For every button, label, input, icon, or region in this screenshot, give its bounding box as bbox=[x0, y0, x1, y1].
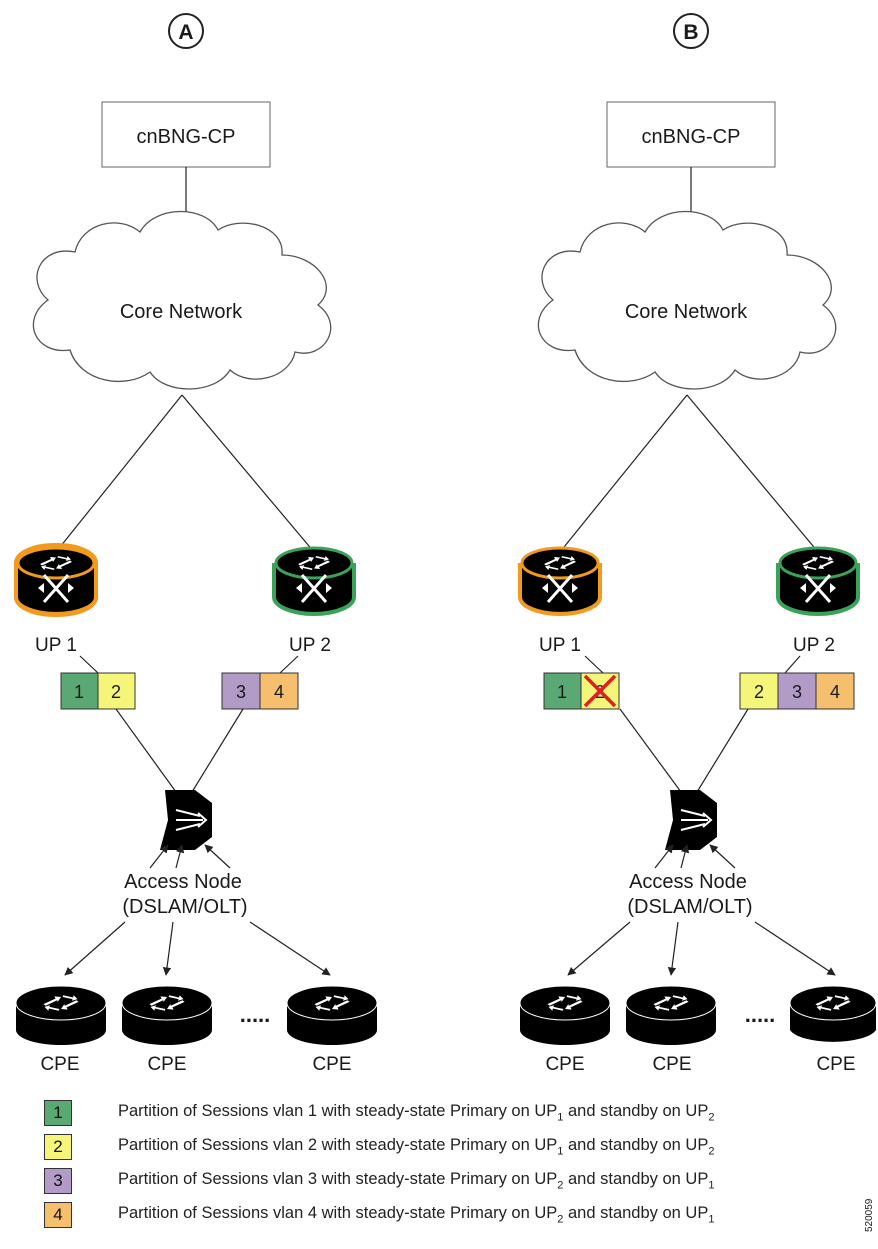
legend-item: 1 Partition of Sessions vlan 1 with stea… bbox=[44, 1096, 864, 1130]
legend-item: 2 Partition of Sessions vlan 2 with stea… bbox=[44, 1130, 864, 1164]
panel-b-up2-label: UP 2 bbox=[793, 635, 835, 656]
panel-a-cpe-arrow bbox=[162, 921, 174, 976]
session-chip-label: 2 bbox=[754, 682, 764, 702]
failure-x-icon bbox=[583, 674, 617, 708]
panel-b-ellipsis: ..... bbox=[745, 1002, 776, 1027]
panel-b-controller-label: cnBNG-CP bbox=[642, 126, 741, 148]
panel-a-access-arrow bbox=[149, 844, 169, 869]
session-chip-label: 3 bbox=[236, 682, 246, 702]
session-chip bbox=[777, 672, 817, 710]
panel-a-link-core-up2 bbox=[181, 394, 315, 553]
session-chip bbox=[739, 672, 779, 710]
panel-b-cpe-arrow bbox=[754, 921, 836, 976]
panel-a-cpe-label: CPE bbox=[40, 1054, 79, 1075]
panel-a-cpe-arrow bbox=[64, 921, 126, 976]
panel-b-up2-sessions: 2 3 4 bbox=[739, 672, 855, 710]
panel-a-access-node-icon bbox=[160, 790, 212, 850]
panel-a-up1-link bbox=[79, 655, 99, 674]
panel-a-cpe-label: CPE bbox=[147, 1054, 186, 1075]
panel-a-access-label: Access Node bbox=[124, 871, 242, 893]
panel-a-link-up2-access bbox=[191, 708, 244, 793]
panel-a-up1-sessions: 1 2 bbox=[60, 672, 136, 710]
panel-a-link-up1-access bbox=[115, 708, 177, 793]
legend-text: Partition of Sessions vlan 4 with steady… bbox=[118, 1204, 715, 1226]
panel-a-core-network-cloud bbox=[32, 210, 332, 390]
panel-a-controller-box bbox=[101, 101, 271, 168]
panel-a-ellipsis: ..... bbox=[240, 1002, 271, 1027]
legend-text: Partition of Sessions vlan 1 with steady… bbox=[118, 1102, 715, 1124]
legend-chip: 2 bbox=[44, 1134, 72, 1160]
panel-b-cpe-arrow bbox=[667, 921, 679, 976]
session-chip-label: 4 bbox=[274, 682, 284, 702]
panel-b-link-up1-access bbox=[619, 708, 682, 793]
panel-a-cpe-router-icon bbox=[121, 985, 213, 1045]
panel-b-access-sublabel: (DSLAM/OLT) bbox=[627, 896, 752, 918]
panel-b-link-up2-access bbox=[696, 708, 749, 793]
panel-b-cpe-router-icon bbox=[789, 985, 877, 1042]
legend-chip: 3 bbox=[44, 1168, 72, 1194]
panel-a-access-sublabel: (DSLAM/OLT) bbox=[122, 896, 247, 918]
panel-b-access-arrow bbox=[709, 844, 736, 869]
panel-b-access-label: Access Node bbox=[629, 871, 747, 893]
panel-a-label: A bbox=[178, 21, 193, 44]
panel-b-core-network-cloud bbox=[537, 210, 837, 390]
panel-b-cpe-router-icon bbox=[519, 985, 611, 1045]
panel-b-controller-box bbox=[606, 101, 776, 168]
panel-b-access-arrow bbox=[654, 844, 674, 869]
panel-b-link-core-up2 bbox=[686, 394, 819, 553]
session-chip-label: 3 bbox=[792, 682, 802, 702]
panel-a-cpe-router-icon bbox=[286, 985, 378, 1045]
session-chip-label: 1 bbox=[557, 682, 567, 702]
panel-b-up1-link bbox=[584, 655, 604, 674]
legend-text: Partition of Sessions vlan 2 with steady… bbox=[118, 1136, 715, 1158]
panel-a-up2-label: UP 2 bbox=[289, 635, 331, 656]
panel-a-up1-router-icon bbox=[14, 543, 98, 617]
panel-b-up1-label: UP 1 bbox=[539, 635, 581, 656]
panel-a-up2-sessions: 3 4 bbox=[221, 672, 299, 710]
panel-b: B cnBNG-CP Core Network UP 1 UP 2 1 bbox=[518, 13, 877, 1075]
figure-id: 520059 bbox=[864, 1198, 875, 1232]
panel-b-up1-router-icon bbox=[518, 546, 602, 616]
session-chip bbox=[815, 672, 855, 710]
legend: 1 Partition of Sessions vlan 1 with stea… bbox=[44, 1096, 864, 1232]
legend-item: 3 Partition of Sessions vlan 3 with stea… bbox=[44, 1164, 864, 1198]
panel-a-up2-router-icon bbox=[272, 546, 356, 616]
panel-b-link-core-up1 bbox=[559, 394, 688, 553]
panel-b-cpe-label: CPE bbox=[816, 1054, 855, 1075]
panel-a-cpe-arrow bbox=[249, 921, 331, 976]
panel-a-badge bbox=[168, 13, 204, 49]
panel-b-cpe-label: CPE bbox=[652, 1054, 691, 1075]
session-chip bbox=[259, 672, 299, 710]
panel-b-badge bbox=[673, 13, 709, 49]
panel-a-controller-label: cnBNG-CP bbox=[137, 126, 236, 148]
session-chip-label: 2 bbox=[111, 682, 121, 702]
panel-a-access-arrow bbox=[204, 844, 231, 869]
panel-a-cpe-router-icon bbox=[15, 985, 107, 1045]
panel-b-cpe-arrow bbox=[567, 921, 631, 976]
session-chip bbox=[97, 672, 136, 710]
panel-a-link-core-up1 bbox=[55, 394, 183, 553]
legend-chip: 4 bbox=[44, 1202, 72, 1228]
panel-b-access-arrow bbox=[680, 844, 690, 869]
legend-text: Partition of Sessions vlan 3 with steady… bbox=[118, 1170, 715, 1192]
panel-a-up2-link bbox=[279, 655, 299, 674]
panel-b-label: B bbox=[683, 21, 698, 44]
legend-item: 4 Partition of Sessions vlan 4 with stea… bbox=[44, 1198, 864, 1232]
panel-b-cpe-label: CPE bbox=[545, 1054, 584, 1075]
panel-b-up2-router-icon bbox=[776, 546, 860, 616]
panel-a: A cnBNG-CP Core Network UP 1 UP 2 bbox=[14, 13, 378, 1075]
panel-b-cpe-router-icon bbox=[625, 985, 717, 1045]
session-chip-label: 4 bbox=[830, 682, 840, 702]
panel-a-access-arrow bbox=[175, 844, 185, 869]
panel-b-cloud-label: Core Network bbox=[625, 301, 748, 323]
legend-chip: 1 bbox=[44, 1100, 72, 1126]
panel-a-cloud-label: Core Network bbox=[120, 301, 243, 323]
panel-b-up1-sessions: 1 2 bbox=[543, 672, 620, 710]
panel-b-access-node-icon bbox=[665, 790, 717, 850]
panel-a-up1-label: UP 1 bbox=[35, 635, 77, 656]
panel-a-cpe-label: CPE bbox=[312, 1054, 351, 1075]
panel-b-up2-link bbox=[784, 655, 801, 674]
session-chip-label: 1 bbox=[74, 682, 84, 702]
